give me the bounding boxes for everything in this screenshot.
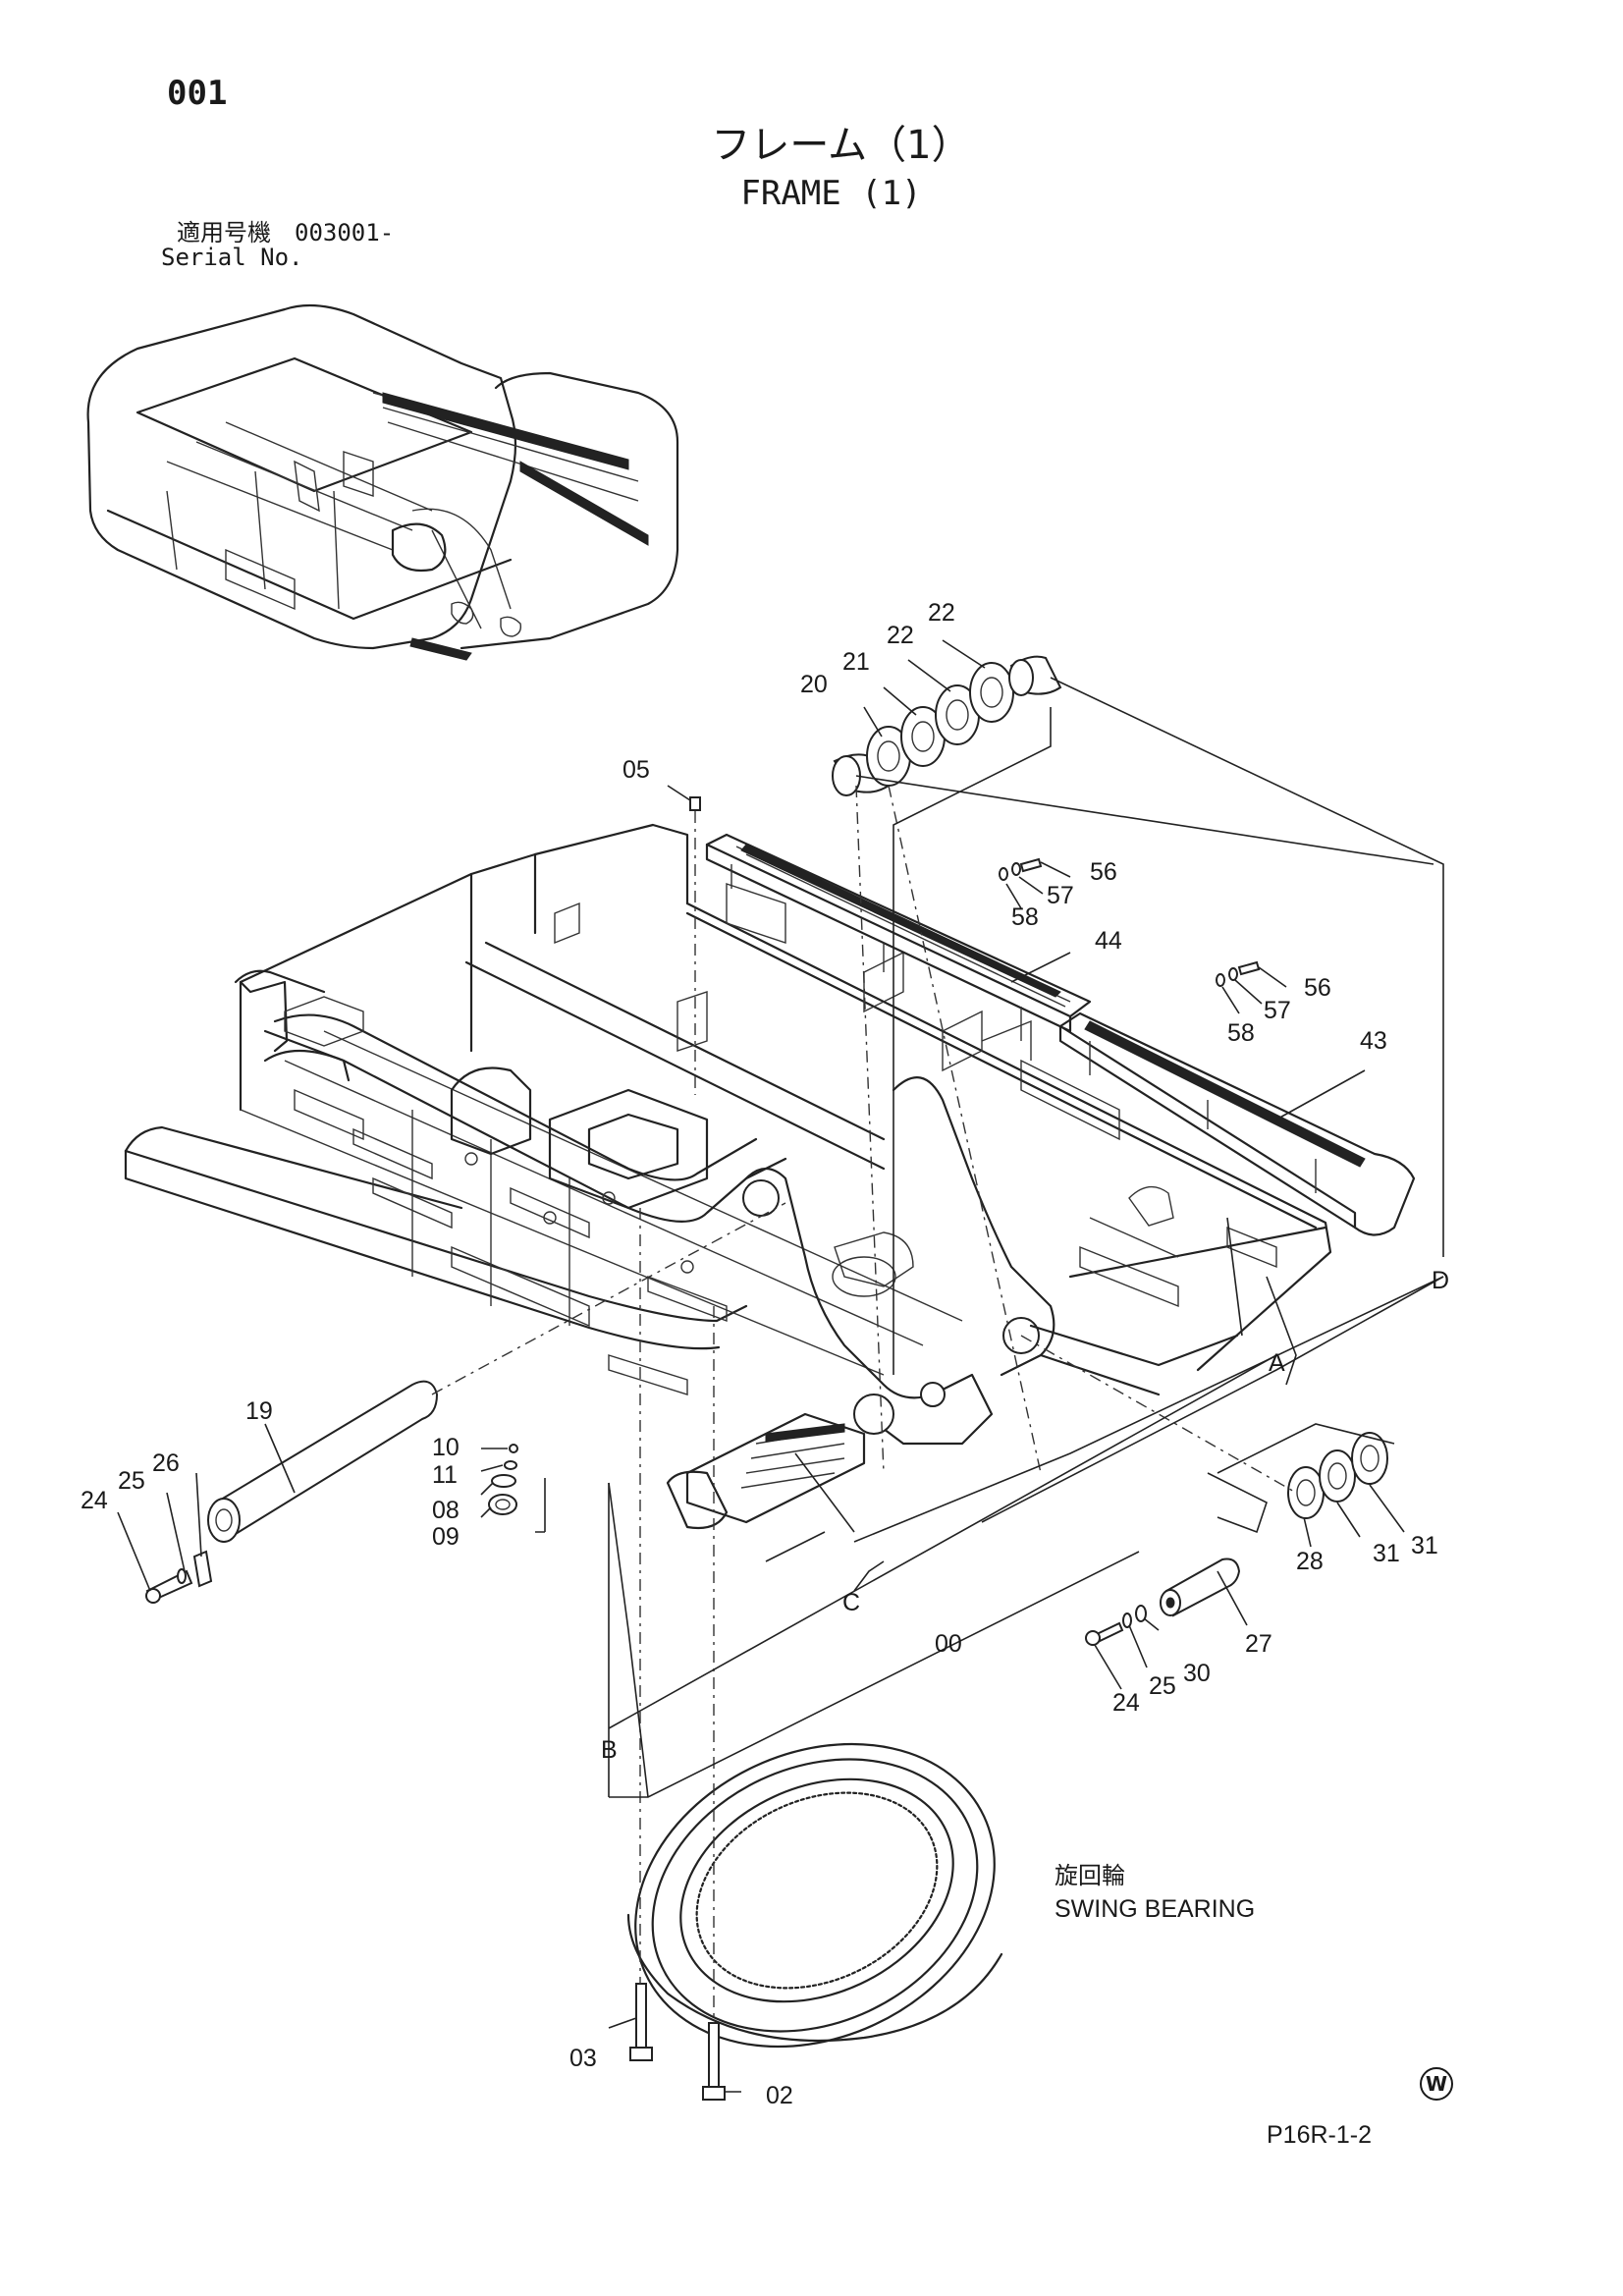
serial-label-english: Serial No.: [161, 244, 303, 271]
callout-03: 03: [569, 2045, 597, 2072]
callout-30: 30: [1183, 1660, 1211, 1687]
page-title-english: FRAME (1): [740, 174, 922, 213]
swing-bearing-ring: [626, 1742, 1003, 2049]
callout-56-lower: 56: [1304, 974, 1331, 1002]
callout-A: A: [1269, 1349, 1285, 1377]
callout-09: 09: [432, 1523, 460, 1551]
leader-lines: [117, 639, 1444, 2093]
callout-25-right: 25: [1149, 1672, 1176, 1700]
bolt-05: [689, 796, 701, 811]
callout-58-upper: 58: [1011, 903, 1039, 931]
swing-bearing-label-english: SWING BEARING: [1055, 1895, 1256, 1923]
callout-05: 05: [622, 756, 650, 784]
callout-11: 11: [432, 1461, 458, 1489]
callout-10: 10: [432, 1434, 460, 1461]
callout-19: 19: [245, 1397, 273, 1425]
callout-56-upper: 56: [1090, 858, 1117, 886]
callout-B: B: [601, 1736, 618, 1764]
callout-26: 26: [152, 1449, 180, 1477]
centerline-bushing-top: [855, 785, 1042, 1474]
bolt-washer-24-25-26-left: [145, 1550, 213, 1604]
bushing-group-lower: [1287, 1432, 1388, 1519]
bolt-set-56-57-58-lower: [1216, 960, 1261, 987]
bolt-washer-24-25-30-right: [1085, 1605, 1147, 1646]
callout-43: 43: [1360, 1027, 1387, 1055]
serial-label-japanese: 適用号機 003001-: [177, 219, 395, 246]
callout-57-lower: 57: [1264, 997, 1291, 1024]
centerline-lower-right: [1020, 1335, 1297, 1494]
page-code: P16R-1-2: [1267, 2121, 1372, 2149]
bushing-group-top: [832, 655, 1062, 796]
callout-44: 44: [1095, 927, 1122, 955]
main-frame-part: [124, 823, 1332, 1530]
callout-02: 02: [766, 2082, 793, 2109]
callout-58-lower: 58: [1227, 1019, 1255, 1047]
machine-overview-illustration: [86, 303, 679, 661]
manual-mark-w: W: [1420, 2067, 1453, 2101]
callout-24-right: 24: [1112, 1689, 1140, 1717]
step-plate-43: [1058, 1011, 1416, 1236]
page-number: 001: [167, 74, 228, 113]
callout-08: 08: [432, 1497, 460, 1524]
callout-22-second: 22: [928, 599, 955, 627]
callout-00: 00: [935, 1630, 962, 1658]
callout-21: 21: [842, 648, 870, 676]
step-plate-44: [705, 833, 1092, 1041]
pin-19: [207, 1380, 439, 1543]
bolt-02: [702, 2022, 726, 2101]
callout-C: C: [842, 1589, 861, 1616]
bolt-03: [629, 1983, 653, 2061]
callout-24-left: 24: [81, 1487, 108, 1514]
swing-bearing-label-japanese: 旋回輪: [1055, 1862, 1125, 1889]
pin-27: [1160, 1558, 1241, 1617]
callout-57-upper: 57: [1047, 882, 1074, 909]
callout-D: D: [1432, 1267, 1450, 1294]
callout-31-second: 31: [1411, 1532, 1438, 1559]
bolt-set-56-57-58-upper: [999, 857, 1043, 881]
callout-28: 28: [1296, 1548, 1324, 1575]
callout-22-first: 22: [887, 622, 914, 649]
page-title-japanese: フレーム（1）: [711, 123, 971, 168]
callout-25-left: 25: [118, 1467, 145, 1495]
callout-31-first: 31: [1373, 1540, 1400, 1567]
small-parts-08-11: [488, 1444, 518, 1515]
callout-27: 27: [1245, 1630, 1272, 1658]
callout-20: 20: [800, 671, 828, 698]
